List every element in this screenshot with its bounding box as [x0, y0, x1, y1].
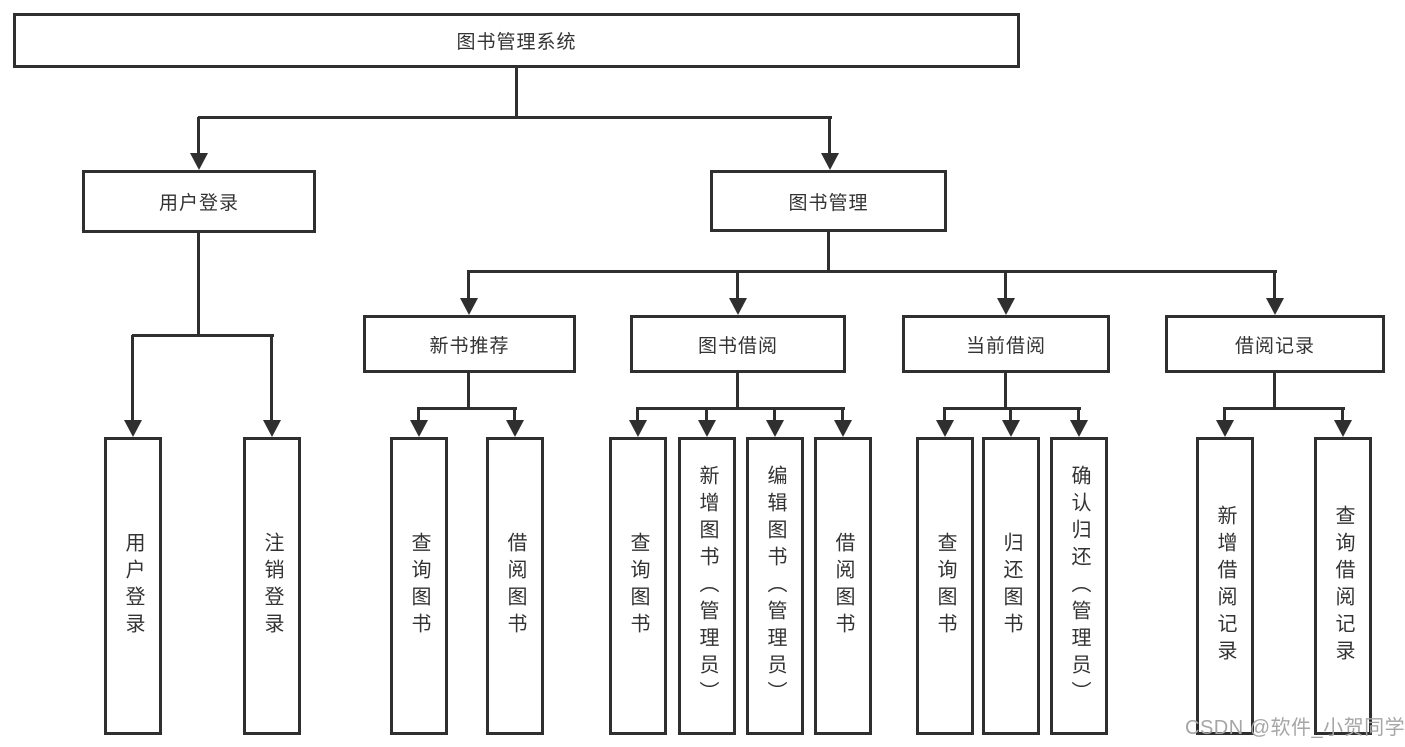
leaf-cur-confirm-return-admin: 确认归还（管理员）: [1050, 437, 1108, 735]
leaf-rec-borrow-book: 借阅图书: [486, 437, 544, 735]
connector-drop-logout: [270, 335, 273, 420]
connector-rec-stem: [467, 373, 470, 409]
node-book-mgmt-label: 图书管理: [788, 192, 869, 214]
arrowhead-logout: [263, 420, 281, 437]
arrowhead-recg-2: [1334, 420, 1352, 437]
leaf-recg-add-record-label: 新增借阅记录: [1214, 505, 1236, 667]
node-root: 图书管理系统: [13, 13, 1020, 68]
connector-rec-drop-1: [417, 408, 420, 420]
leaf-cur-query-book-label: 查询图书: [934, 532, 956, 640]
leaf-cur-query-book: 查询图书: [916, 437, 974, 735]
connector-rec-rail: [417, 407, 517, 410]
arrowhead-bor-4: [834, 420, 852, 437]
arrowhead-book-mgmt: [821, 153, 839, 170]
connector-cur-drop-1: [943, 408, 946, 420]
connector-drop-user-login: [197, 117, 200, 153]
leaf-logout: 注销登录: [243, 437, 301, 735]
connector-level2-rail: [198, 116, 832, 119]
connector-level3-rail: [467, 270, 1277, 273]
leaf-bor-add-book-admin: 新增图书（管理员）: [678, 437, 736, 735]
arrowhead-bor-1: [629, 420, 647, 437]
leaf-cur-confirm-return-admin-label: 确认归还（管理员）: [1068, 464, 1090, 708]
node-book-mgmt: 图书管理: [710, 170, 947, 232]
arrowhead-rec-1: [410, 420, 428, 437]
arrowhead-cur-2: [1002, 420, 1020, 437]
connector-cur-stem: [1004, 373, 1007, 409]
connector-user-stem: [197, 233, 200, 335]
leaf-bor-add-book-admin-label: 新增图书（管理员）: [696, 464, 718, 708]
connector-recg-rail: [1223, 407, 1345, 410]
connector-recg-drop-1: [1223, 408, 1226, 420]
leaf-bor-edit-book-admin-label: 编辑图书（管理员）: [764, 464, 786, 708]
node-user-login: 用户登录: [82, 170, 316, 233]
arrowhead-bor-3: [766, 420, 784, 437]
connector-rec-drop-2: [513, 408, 516, 420]
csdn-watermark: CSDN @软件_小贺同学: [1185, 717, 1405, 739]
connector-drop-new-rec: [467, 271, 470, 299]
arrowhead-records: [1266, 298, 1284, 315]
arrowhead-rec-2: [506, 420, 524, 437]
arrowhead-recg-1: [1216, 420, 1234, 437]
node-new-book-rec-label: 新书推荐: [429, 335, 510, 357]
connector-bor-drop-4: [841, 408, 844, 420]
leaf-cur-return-book: 归还图书: [982, 437, 1040, 735]
node-current-borrow-label: 当前借阅: [965, 335, 1046, 357]
node-book-borrow-label: 图书借阅: [697, 335, 778, 357]
node-new-book-rec: 新书推荐: [363, 315, 576, 373]
arrowhead-current: [997, 298, 1015, 315]
connector-bor-drop-2: [705, 408, 708, 420]
arrowhead-new-rec: [460, 298, 478, 315]
leaf-recg-add-record: 新增借阅记录: [1196, 437, 1254, 735]
arrowhead-user-login: [190, 153, 208, 170]
connector-bor-rail: [636, 407, 845, 410]
leaf-logout-label: 注销登录: [261, 532, 283, 640]
connector-bor-drop-3: [773, 408, 776, 420]
connector-recg-drop-2: [1341, 408, 1344, 420]
connector-recg-stem: [1273, 373, 1276, 409]
arrowhead-login: [124, 420, 142, 437]
connector-bor-drop-1: [636, 408, 639, 420]
leaf-rec-borrow-book-label: 借阅图书: [504, 532, 526, 640]
connector-cur-rail: [943, 407, 1081, 410]
leaf-recg-query-record-label: 查询借阅记录: [1332, 505, 1354, 667]
leaf-bor-borrow-book-label: 借阅图书: [832, 532, 854, 640]
connector-drop-login: [131, 335, 134, 420]
connector-drop-borrow: [736, 271, 739, 299]
node-current-borrow: 当前借阅: [902, 315, 1110, 373]
leaf-bor-borrow-book: 借阅图书: [814, 437, 872, 735]
node-borrow-records-label: 借阅记录: [1234, 335, 1315, 357]
node-borrow-records: 借阅记录: [1165, 315, 1385, 373]
leaf-recg-query-record: 查询借阅记录: [1314, 437, 1372, 735]
leaf-bor-query-book-label: 查询图书: [627, 532, 649, 640]
node-user-login-label: 用户登录: [158, 193, 239, 214]
leaf-bor-query-book: 查询图书: [609, 437, 667, 735]
arrowhead-bor-2: [698, 420, 716, 437]
leaf-rec-query-book-label: 查询图书: [408, 532, 430, 640]
connector-user-rail: [132, 334, 274, 337]
connector-mgmt-stem: [827, 232, 830, 271]
node-book-borrow: 图书借阅: [630, 315, 846, 373]
leaf-rec-query-book: 查询图书: [390, 437, 448, 735]
connector-cur-drop-3: [1077, 408, 1080, 420]
node-root-label: 图书管理系统: [456, 32, 577, 53]
connector-bor-stem: [736, 373, 739, 409]
connector-root-stem: [515, 68, 518, 117]
leaf-cur-return-book-label: 归还图书: [1000, 532, 1022, 640]
arrowhead-cur-3: [1070, 420, 1088, 437]
arrowhead-borrow: [729, 298, 747, 315]
leaf-user-login-label: 用户登录: [122, 532, 144, 640]
connector-drop-records: [1273, 271, 1276, 299]
leaf-user-login: 用户登录: [104, 437, 162, 735]
connector-drop-current: [1004, 271, 1007, 299]
connector-drop-book-mgmt: [828, 117, 831, 153]
arrowhead-cur-1: [936, 420, 954, 437]
leaf-bor-edit-book-admin: 编辑图书（管理员）: [746, 437, 804, 735]
connector-cur-drop-2: [1009, 408, 1012, 420]
